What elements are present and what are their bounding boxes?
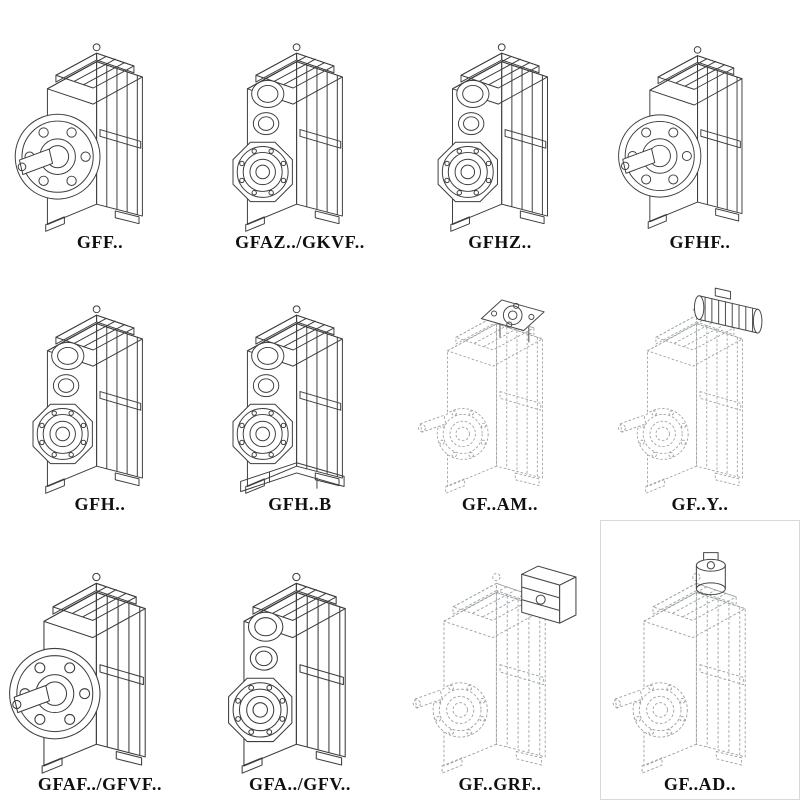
model-label: GFH.. [74,494,126,515]
catalog-cell-gfhz: GFHZ.. [400,0,600,258]
model-label: GFAF../GFVF.. [37,774,163,795]
gearbox-drawing-flange-output [0,0,200,233]
gearbox-drawing-hollow-shaft [200,520,400,775]
catalog-cell-gf-y: GF..Y.. [600,258,800,520]
catalog-cell-gfh-b: GFH..B [200,258,400,520]
catalog-cell-gfhf: GFHF.. [600,0,800,258]
gearbox-drawing-hollow-shaft-base [200,258,400,495]
gearbox-drawing-hollow-shaft [200,0,400,233]
model-label: GFA../GFV.. [249,774,351,795]
gearbox-drawing-flange-output [600,0,800,233]
model-label: GFHF.. [669,232,731,253]
catalog-cell-gfaz-gkvf: GFAZ../GKVF.. [200,0,400,258]
gearbox-drawing-top-flange-adapter [400,258,600,495]
catalog-cell-gf-grf: GF..GRF.. [400,520,600,800]
model-label: GFHZ.. [468,232,532,253]
model-label: GFH..B [268,494,332,515]
catalog-cell-gfa-gfv: GFA../GFV.. [200,520,400,800]
gearbox-drawing-flange-output [0,520,200,775]
model-label: GF..AM.. [461,494,539,515]
model-label: GFF.. [76,232,124,253]
model-label: GF..Y.. [671,494,729,515]
catalog-cell-gf-ad: GF..AD.. [600,520,800,800]
catalog-cell-gff: GFF.. [0,0,200,258]
catalog-cell-gfh: GFH.. [0,258,200,520]
gearbox-drawing-hollow-shaft [0,258,200,495]
catalog-cell-gf-am: GF..AM.. [400,258,600,520]
gearbox-drawing-input-adapter [600,520,800,775]
catalog-cell-gfaf-gfvf: GFAF../GFVF.. [0,520,200,800]
model-label: GF..AD.. [663,774,737,795]
model-label: GFAZ../GKVF.. [235,232,365,253]
gearbox-drawing-gear-adapter [400,520,600,775]
model-label: GF..GRF.. [458,774,542,795]
gearbox-drawing-motor-mounted [600,258,800,495]
gearbox-drawing-hollow-shaft [400,0,600,233]
